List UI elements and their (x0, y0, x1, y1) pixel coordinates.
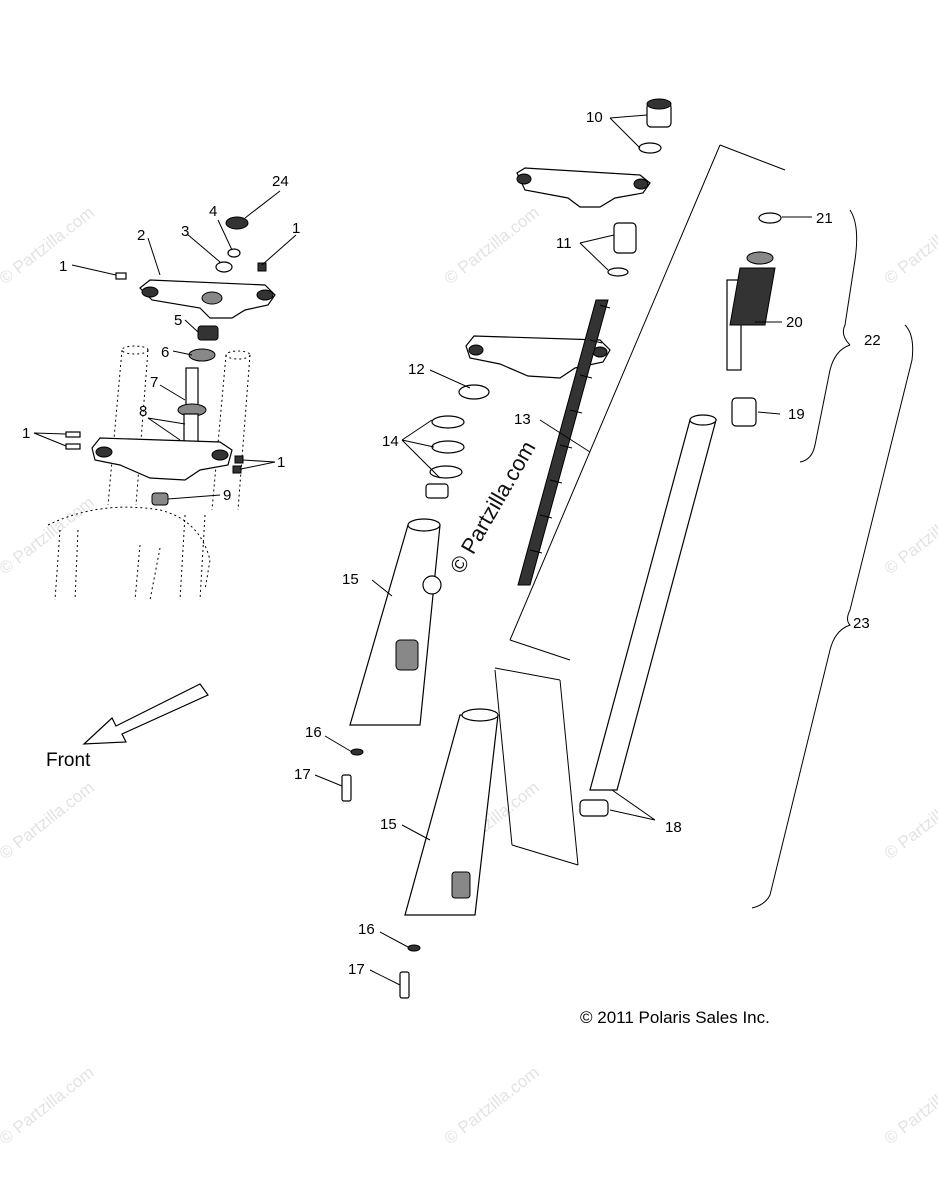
leader-lines (33, 114, 812, 986)
callout-1: 1 (59, 258, 67, 275)
copyright-text: © 2011 Polaris Sales Inc. (580, 1008, 770, 1027)
callout-3: 3 (181, 223, 189, 240)
watermark-text: © Partzilla.com (881, 203, 938, 289)
front-arrow-icon (82, 683, 209, 745)
callout-13: 13 (514, 411, 531, 428)
callout-11: 11 (556, 235, 572, 252)
callout-7: 7 (150, 374, 158, 391)
watermark-text: © Partzilla.com (0, 203, 98, 289)
callout-17: 17 (348, 961, 365, 978)
left-steering-assembly (47, 216, 276, 745)
watermark-text: © Partzilla.com (0, 1063, 98, 1149)
callout-12: 12 (408, 361, 425, 378)
callout-9: 9 (223, 487, 231, 504)
callout-10: 10 (586, 109, 603, 126)
callout-20: 20 (786, 314, 803, 331)
callout-labels: 1 2 3 4 24 1 5 6 7 8 1 1 9 10 11 12 13 1… (22, 109, 881, 978)
callout-14: 14 (382, 433, 399, 450)
callout-18: 18 (665, 819, 682, 836)
callout-6: 6 (161, 344, 169, 361)
callout-8: 8 (139, 403, 147, 420)
watermark-text: © Partzilla.com (441, 1063, 543, 1149)
callout-1: 1 (22, 425, 30, 442)
callout-5: 5 (174, 312, 182, 329)
watermark-text: © Partzilla.com (0, 493, 98, 579)
watermark-text: © Partzilla.com (881, 1063, 938, 1149)
callout-24: 24 (272, 173, 289, 190)
callout-23: 23 (853, 615, 870, 632)
callout-22: 22 (864, 332, 881, 349)
callout-4: 4 (209, 203, 217, 220)
callout-16: 16 (305, 724, 322, 741)
watermark-text: © Partzilla.com (441, 203, 543, 289)
callout-15: 15 (380, 816, 397, 833)
front-label: Front (46, 750, 91, 771)
right-exploded-assembly (341, 98, 914, 999)
watermark-text: © Partzilla.com (881, 778, 938, 864)
watermark-text: © Partzilla.com (881, 493, 938, 579)
callout-17: 17 (294, 766, 311, 783)
watermark-text: © Partzilla.com (0, 778, 98, 864)
callout-15: 15 (342, 571, 359, 588)
callout-21: 21 (816, 210, 833, 227)
callout-16: 16 (358, 921, 375, 938)
callout-1: 1 (277, 454, 285, 471)
callout-1: 1 (292, 220, 300, 237)
callout-19: 19 (788, 406, 805, 423)
callout-2: 2 (137, 227, 145, 244)
